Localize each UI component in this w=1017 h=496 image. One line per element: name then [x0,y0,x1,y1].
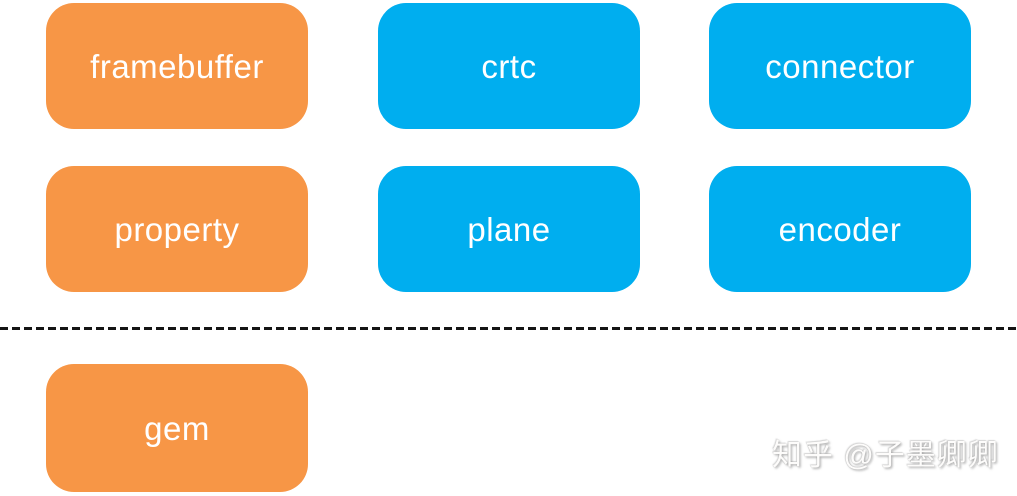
node-gem: gem [46,364,308,492]
node-connector-label: connector [765,47,915,85]
node-encoder: encoder [709,166,971,292]
node-plane-label: plane [467,210,551,248]
node-gem-label: gem [144,409,210,447]
node-framebuffer-label: framebuffer [90,47,264,85]
node-property: property [46,166,308,292]
node-framebuffer: framebuffer [46,3,308,129]
node-property-label: property [114,210,240,248]
node-crtc: crtc [378,3,640,129]
dashed-separator-line [0,327,1017,330]
node-plane: plane [378,166,640,292]
node-crtc-label: crtc [481,47,537,85]
zhihu-watermark: 知乎 @子墨卿卿 [772,439,999,472]
node-connector: connector [709,3,971,129]
node-encoder-label: encoder [778,210,902,248]
